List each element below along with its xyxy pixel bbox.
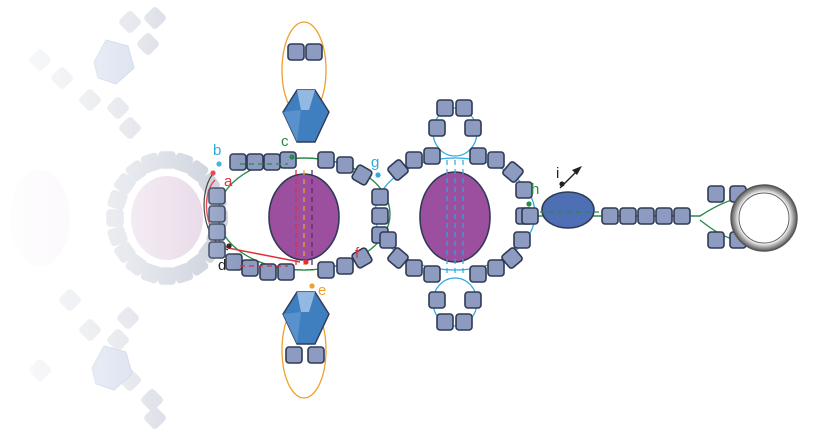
chain-bead (601, 207, 619, 225)
ring2-bead (405, 151, 423, 169)
ring1-bead (263, 153, 281, 171)
ring2-bead (379, 231, 397, 249)
picot-bead (455, 313, 473, 331)
label-b: b (213, 142, 221, 159)
crystal-bottom (282, 291, 330, 345)
picot-bead (436, 313, 454, 331)
label-a: a (224, 173, 233, 190)
ring1-bead (336, 156, 354, 174)
chain-bead (637, 207, 655, 225)
ring2-bead (513, 231, 531, 249)
ring2-bead (469, 265, 487, 283)
label-i: i (556, 165, 559, 182)
chain-bead (655, 207, 673, 225)
crystal-group (282, 89, 330, 345)
ring1-bead (241, 259, 259, 277)
ring2-bead (487, 151, 505, 169)
jump-ring-inner (738, 192, 790, 244)
arrow-icon (559, 166, 582, 189)
crystal-bead (307, 346, 325, 364)
ring2-bead (387, 159, 409, 181)
blue-oval-bead (541, 191, 595, 229)
crystal-bead (287, 43, 305, 61)
thread-end-dot (309, 283, 315, 289)
ring2-bead (502, 161, 524, 183)
label-d: d (218, 257, 226, 274)
ring2-bead (423, 265, 441, 283)
ring2-bead (469, 147, 487, 165)
thread-end-dot (289, 154, 295, 160)
ring1-bead (317, 261, 335, 279)
picot-bead (464, 119, 482, 137)
ring1-bead (351, 247, 373, 269)
chain-bead (619, 207, 637, 225)
label-g: g (371, 154, 379, 171)
label-f: f (355, 245, 360, 262)
ring2-bead (487, 259, 505, 277)
label-e: e (318, 282, 326, 299)
picot-bead (428, 291, 446, 309)
ring1-bead (351, 164, 373, 186)
ring1-bead (336, 257, 354, 275)
ring1-bead (279, 151, 297, 169)
step-labels: a b c d e f g h i (213, 133, 559, 299)
picot-bead (428, 119, 446, 137)
ring2-bead (387, 247, 409, 269)
ring1-bead (371, 188, 389, 206)
chain-bead (673, 207, 691, 225)
ring2-bead (405, 259, 423, 277)
chain-bead (707, 185, 725, 203)
ring2-bead (515, 181, 533, 199)
ring2-bead (423, 147, 441, 165)
thread-end-dot (526, 201, 532, 207)
chain-bead (521, 207, 539, 225)
ring1-bead (259, 263, 277, 281)
crystal-top (282, 89, 330, 143)
crystal-bead (305, 43, 323, 61)
thread-end-dot (303, 259, 309, 265)
left-fade-overlay (0, 0, 240, 433)
label-h: h (531, 181, 539, 198)
ring1-bead (277, 263, 295, 281)
thread-end-dot (375, 172, 381, 178)
picot-bead (455, 99, 473, 117)
label-c: c (281, 133, 289, 150)
chain-bead (707, 231, 725, 249)
ring1-bead (246, 153, 264, 171)
ring1-bead (371, 207, 389, 225)
crystal-bead (285, 346, 303, 364)
picot-bead (464, 291, 482, 309)
picot-bead (436, 99, 454, 117)
ring1-bead (317, 151, 335, 169)
ring2-bead (501, 247, 523, 269)
